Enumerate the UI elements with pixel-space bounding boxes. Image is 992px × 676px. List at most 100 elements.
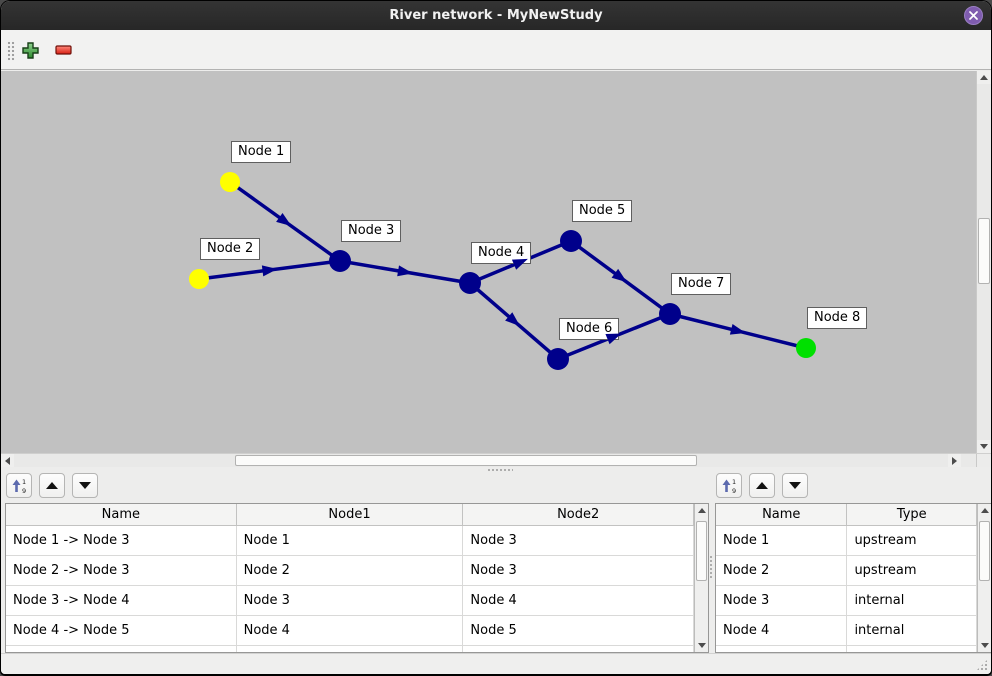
table-row[interactable]	[6, 646, 694, 652]
move-up-button[interactable]	[39, 473, 65, 498]
scroll-up-button[interactable]	[977, 71, 991, 84]
table-cell[interactable]: Node 5	[463, 616, 694, 645]
close-button[interactable]	[964, 6, 983, 25]
table-cell[interactable]: internal	[847, 616, 977, 645]
canvas-vertical-scrollbar[interactable]	[976, 71, 991, 453]
node-circle[interactable]	[547, 348, 569, 370]
plus-icon	[21, 41, 39, 59]
remove-button[interactable]	[51, 38, 75, 62]
node-circle[interactable]	[189, 269, 209, 289]
column-header[interactable]: Node1	[237, 504, 464, 525]
scroll-up-button[interactable]	[695, 504, 708, 517]
up-triangle-icon	[980, 508, 989, 513]
node-circle[interactable]	[560, 230, 582, 252]
table-cell[interactable]	[716, 646, 848, 652]
table-cell[interactable]	[6, 646, 237, 652]
node-circle[interactable]	[329, 250, 351, 272]
edge-table-scrollbar[interactable]	[694, 504, 708, 652]
table-cell[interactable]: Node 1	[716, 526, 848, 555]
table-cell[interactable]: Node 3	[463, 556, 694, 585]
table-cell[interactable]: Node 3 -> Node 4	[6, 586, 237, 615]
table-cell[interactable]: Node 1	[237, 526, 464, 555]
table-cell[interactable]	[237, 646, 464, 652]
horizontal-pane-splitter[interactable]	[1, 467, 991, 473]
table-cell[interactable]: Node 4	[237, 616, 464, 645]
table-cell[interactable]: Node 3	[716, 586, 848, 615]
up-triangle-icon	[697, 508, 706, 513]
scroll-up-button[interactable]	[978, 504, 991, 517]
sort-button[interactable]: 1 9	[6, 473, 32, 498]
column-header[interactable]: Node2	[463, 504, 694, 525]
column-header[interactable]: Type	[847, 504, 977, 525]
table-cell[interactable]: Node 2 -> Node 3	[6, 556, 237, 585]
nodes-layer	[189, 172, 816, 370]
vertical-scroll-thumb[interactable]	[979, 521, 990, 581]
table-cell[interactable]: internal	[847, 586, 977, 615]
scroll-left-button[interactable]	[1, 454, 14, 467]
horizontal-scroll-thumb[interactable]	[235, 455, 697, 466]
svg-text:1: 1	[732, 478, 736, 486]
column-header[interactable]: Name	[716, 504, 848, 525]
down-triangle-icon	[980, 444, 988, 449]
move-down-button[interactable]	[72, 473, 98, 498]
table-cell[interactable]: Node 2	[237, 556, 464, 585]
scrollbar-corner	[976, 454, 991, 467]
window-title: River network - MyNewStudy	[389, 8, 603, 23]
table-row[interactable]	[716, 646, 977, 652]
node-circle[interactable]	[459, 272, 481, 294]
table-cell[interactable]: Node 4	[716, 616, 848, 645]
node-label: Node 8	[807, 307, 868, 329]
resize-grip-icon[interactable]	[976, 659, 988, 671]
sort-button[interactable]: 1 9	[716, 473, 742, 498]
table-cell[interactable]	[847, 646, 977, 652]
node-circle[interactable]	[796, 338, 816, 358]
move-down-button[interactable]	[782, 473, 808, 498]
table-cell[interactable]: upstream	[847, 526, 977, 555]
table-cell[interactable]: Node 4	[463, 586, 694, 615]
move-up-button[interactable]	[749, 473, 775, 498]
toolbar-drag-handle[interactable]	[6, 40, 15, 61]
table-cell[interactable]: Node 1 -> Node 3	[6, 526, 237, 555]
scroll-right-button[interactable]	[948, 454, 961, 467]
edge-arrow-icon	[729, 323, 746, 335]
table-cell[interactable]: upstream	[847, 556, 977, 585]
vertical-pane-splitter[interactable]	[709, 473, 714, 653]
node-circle[interactable]	[659, 303, 681, 325]
scroll-down-button[interactable]	[977, 440, 991, 453]
table-cell[interactable]	[463, 646, 694, 652]
node-circle[interactable]	[220, 172, 240, 192]
node-label: Node 6	[559, 318, 620, 340]
column-header[interactable]: Name	[6, 504, 237, 525]
titlebar[interactable]: River network - MyNewStudy	[1, 1, 991, 30]
node-table-scrollbar[interactable]	[977, 504, 991, 652]
table-cell[interactable]: Node 3	[463, 526, 694, 555]
add-button[interactable]	[18, 38, 42, 62]
edge-arrow-icon	[397, 265, 413, 277]
table-cell[interactable]: Node 4 -> Node 5	[6, 616, 237, 645]
table-cell[interactable]: Node 2	[716, 556, 848, 585]
vertical-scroll-thumb[interactable]	[696, 521, 707, 581]
canvas-horizontal-scrollbar[interactable]	[1, 453, 991, 467]
edge-arrow-icon	[505, 312, 521, 327]
vertical-scroll-thumb[interactable]	[978, 218, 990, 284]
scroll-down-button[interactable]	[695, 639, 708, 652]
scroll-down-button[interactable]	[978, 639, 991, 652]
table-cell[interactable]: Node 3	[237, 586, 464, 615]
edge-arrow-icon	[611, 268, 627, 283]
